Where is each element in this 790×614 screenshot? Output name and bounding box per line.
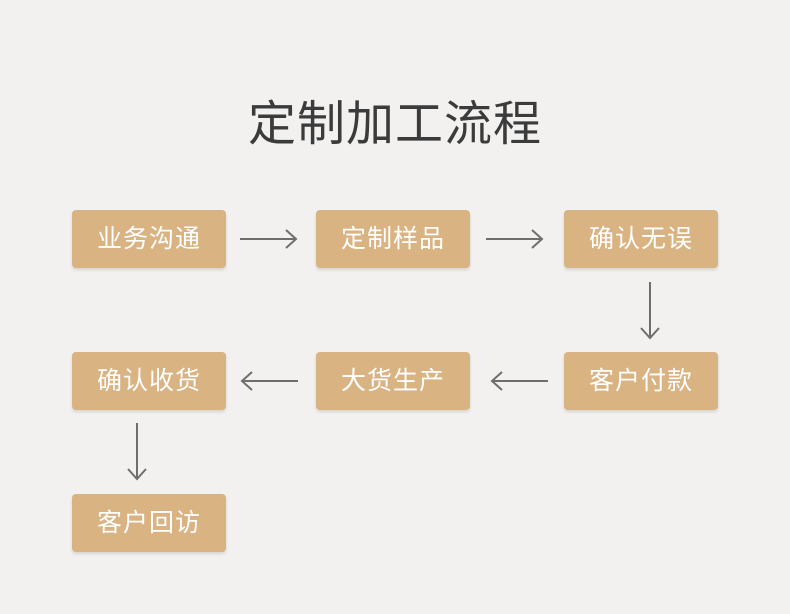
arrow-right-icon [484,227,546,251]
step-bulk-production: 大货生产 [316,352,470,410]
arrow-right-icon [238,227,300,251]
arrow-left-icon [238,369,300,393]
step-customer-follow-up: 客户回访 [72,494,226,552]
arrow-down-icon [124,421,150,483]
step-confirm-receipt: 确认收货 [72,352,226,410]
arrow-down-icon [637,280,663,342]
step-business-communication: 业务沟通 [72,210,226,268]
step-customer-payment: 客户付款 [564,352,718,410]
step-confirm-correct: 确认无误 [564,210,718,268]
page-title: 定制加工流程 [247,96,542,152]
step-custom-sample: 定制样品 [316,210,470,268]
arrow-left-icon [488,369,550,393]
